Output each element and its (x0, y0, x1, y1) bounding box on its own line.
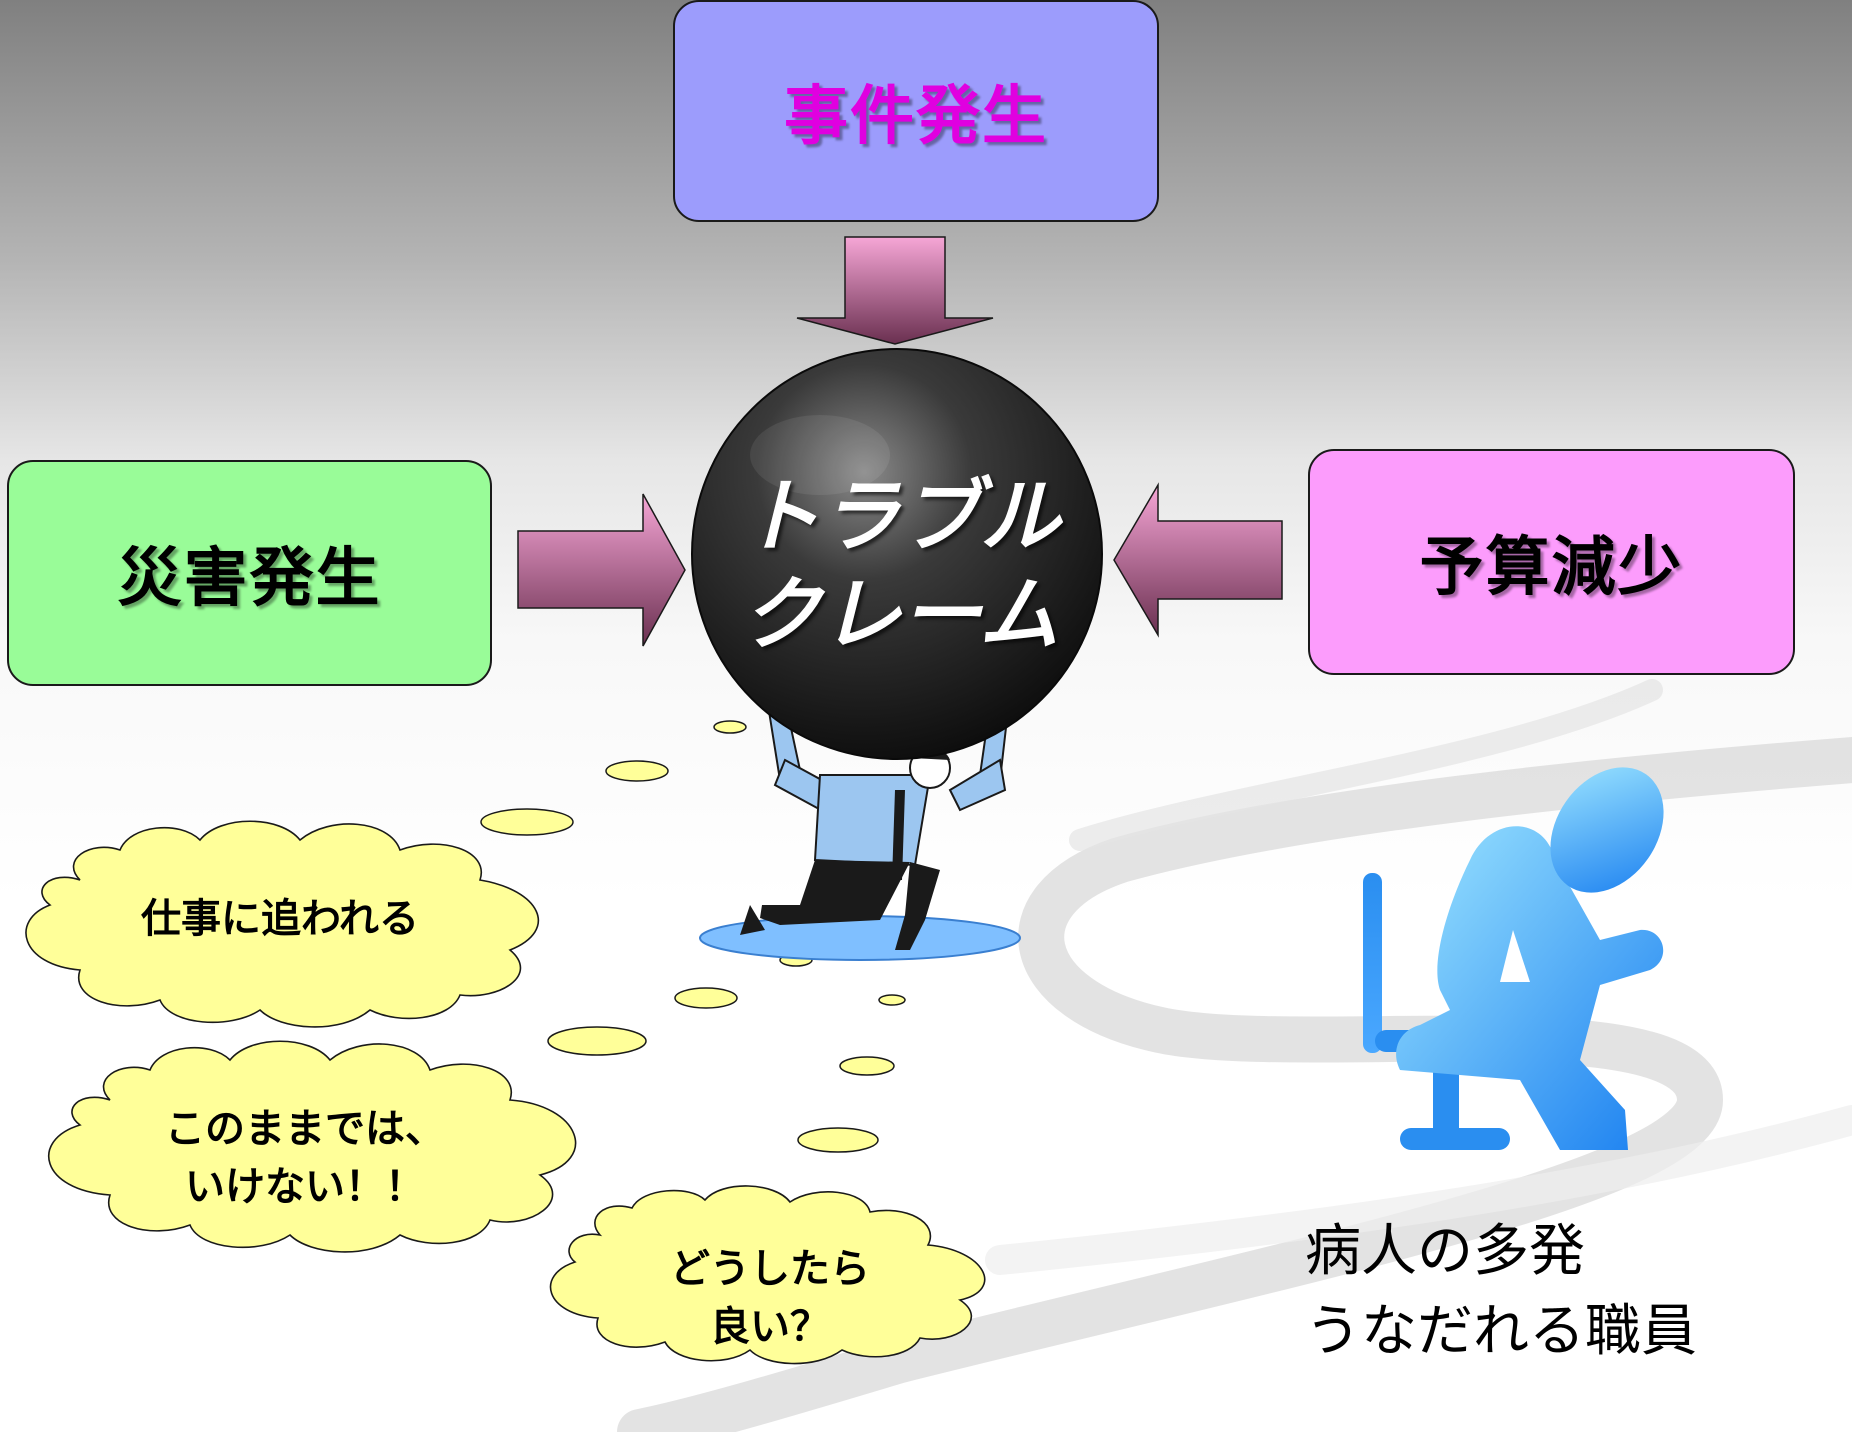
ball-line-1: トラブル (740, 470, 1060, 563)
sick-staff-caption: 病人の多発 うなだれる職員 (1305, 1212, 1845, 1372)
weight-lifting-man-icon (691, 348, 1103, 961)
thought-cloud-1 (25, 820, 540, 1028)
cloud-2-line-1: このままでは、 (165, 1106, 445, 1152)
arrow-right-icon (517, 493, 686, 647)
cloud-2-line-2: いけない！！ (185, 1164, 425, 1210)
incident-box: 事件発生 (673, 0, 1159, 222)
thought-bubbles (480, 720, 906, 1153)
sitting-person-chair-icon (1363, 767, 1664, 1150)
budget-cut-box: 予算減少 (1308, 449, 1795, 675)
caption-line-1: 病人の多発 (1305, 1219, 1585, 1284)
incident-box-label: 事件発生 (784, 80, 1048, 154)
cloud-3-line-2: 良い？ (710, 1304, 830, 1350)
thought-cloud-3 (549, 1185, 986, 1365)
arrow-left-icon (1113, 482, 1283, 638)
cloud-text-2: このままでは、 いけない！！ (100, 1100, 510, 1216)
cloud-1-line-1: 仕事に追われる (141, 896, 419, 942)
cloud-3-line-1: どうしたら (670, 1246, 870, 1292)
thought-cloud-2 (47, 1040, 577, 1253)
arrow-down-icon (796, 236, 994, 345)
cloud-text-1: 仕事に追われる (70, 890, 490, 948)
trouble-ball-label: トラブル クレーム (720, 468, 1080, 664)
disaster-box-label: 災害発生 (117, 542, 382, 616)
cloud-text-3: どうしたら 良い？ (590, 1240, 950, 1356)
budget-cut-box-label: 予算減少 (1419, 531, 1684, 605)
caption-line-2: うなだれる職員 (1305, 1299, 1697, 1364)
disaster-box: 災害発生 (7, 460, 492, 686)
ball-line-2: クレーム (741, 568, 1059, 661)
